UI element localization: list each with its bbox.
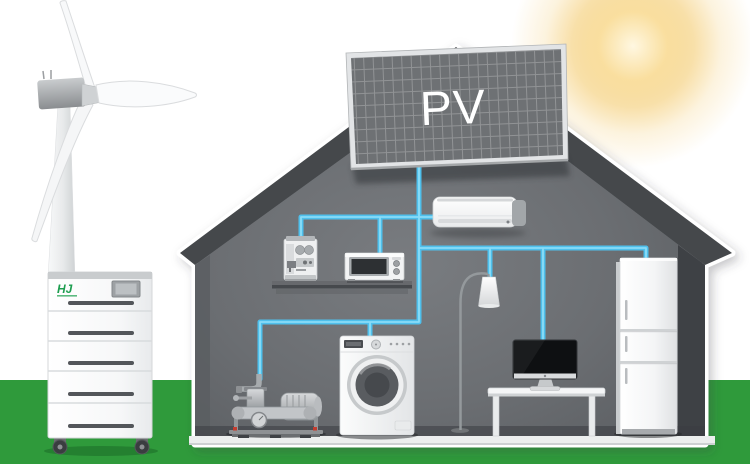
house-baseboard-edge: [189, 443, 715, 445]
house-roof: [180, 47, 732, 265]
air-conditioner-icon: [430, 196, 526, 238]
battery-brand-logo: HJ: [57, 282, 73, 296]
house-baseboard: [189, 436, 715, 445]
coffee-machine-icon: [283, 236, 318, 281]
shelf-top: [272, 281, 412, 285]
battery-storage-tower: HJ: [44, 271, 158, 456]
wall-shelf: [272, 281, 412, 294]
battery-vents: [68, 301, 134, 428]
pv-label: PV: [419, 81, 487, 137]
pv-cell-grid: [351, 49, 563, 164]
house-right-wall-shadow: [678, 245, 705, 437]
house-left-wall-shadow: [195, 255, 210, 437]
desktop-computer-icon: [512, 339, 578, 391]
pv-frame-bottom-edge: [350, 158, 569, 171]
battery-wheel: [134, 434, 150, 455]
battery-display-inner: [115, 283, 137, 295]
heat-pump-compressor-icon: [226, 374, 326, 438]
washing-machine-icon: [336, 335, 418, 440]
shelf-shadow: [276, 289, 408, 294]
turbine-blade-up: [59, 0, 96, 92]
turbine-blade-down: [31, 95, 94, 243]
sun-glow-icon: [511, 0, 750, 168]
battery-shadow: [44, 446, 158, 456]
solar-pv-panel: PV: [345, 43, 569, 171]
turbine-antennas: [42, 70, 52, 80]
battery-module-dividers: [48, 310, 152, 404]
floor-lamp-icon: [447, 272, 500, 435]
battery-wheel: [52, 434, 68, 455]
refrigerator-icon: [614, 257, 682, 438]
wind-turbine-icon: [31, 0, 197, 279]
battery-top-cap: [48, 272, 152, 279]
connection-lines-core: [259, 158, 647, 380]
shelf-front: [272, 285, 412, 289]
turbine-nacelle: [37, 77, 86, 110]
energy-connection-lines: [257, 156, 649, 382]
turbine-blade-right: [95, 80, 197, 108]
battery-logo-subtext: [57, 295, 77, 297]
microwave-icon: [344, 252, 405, 283]
